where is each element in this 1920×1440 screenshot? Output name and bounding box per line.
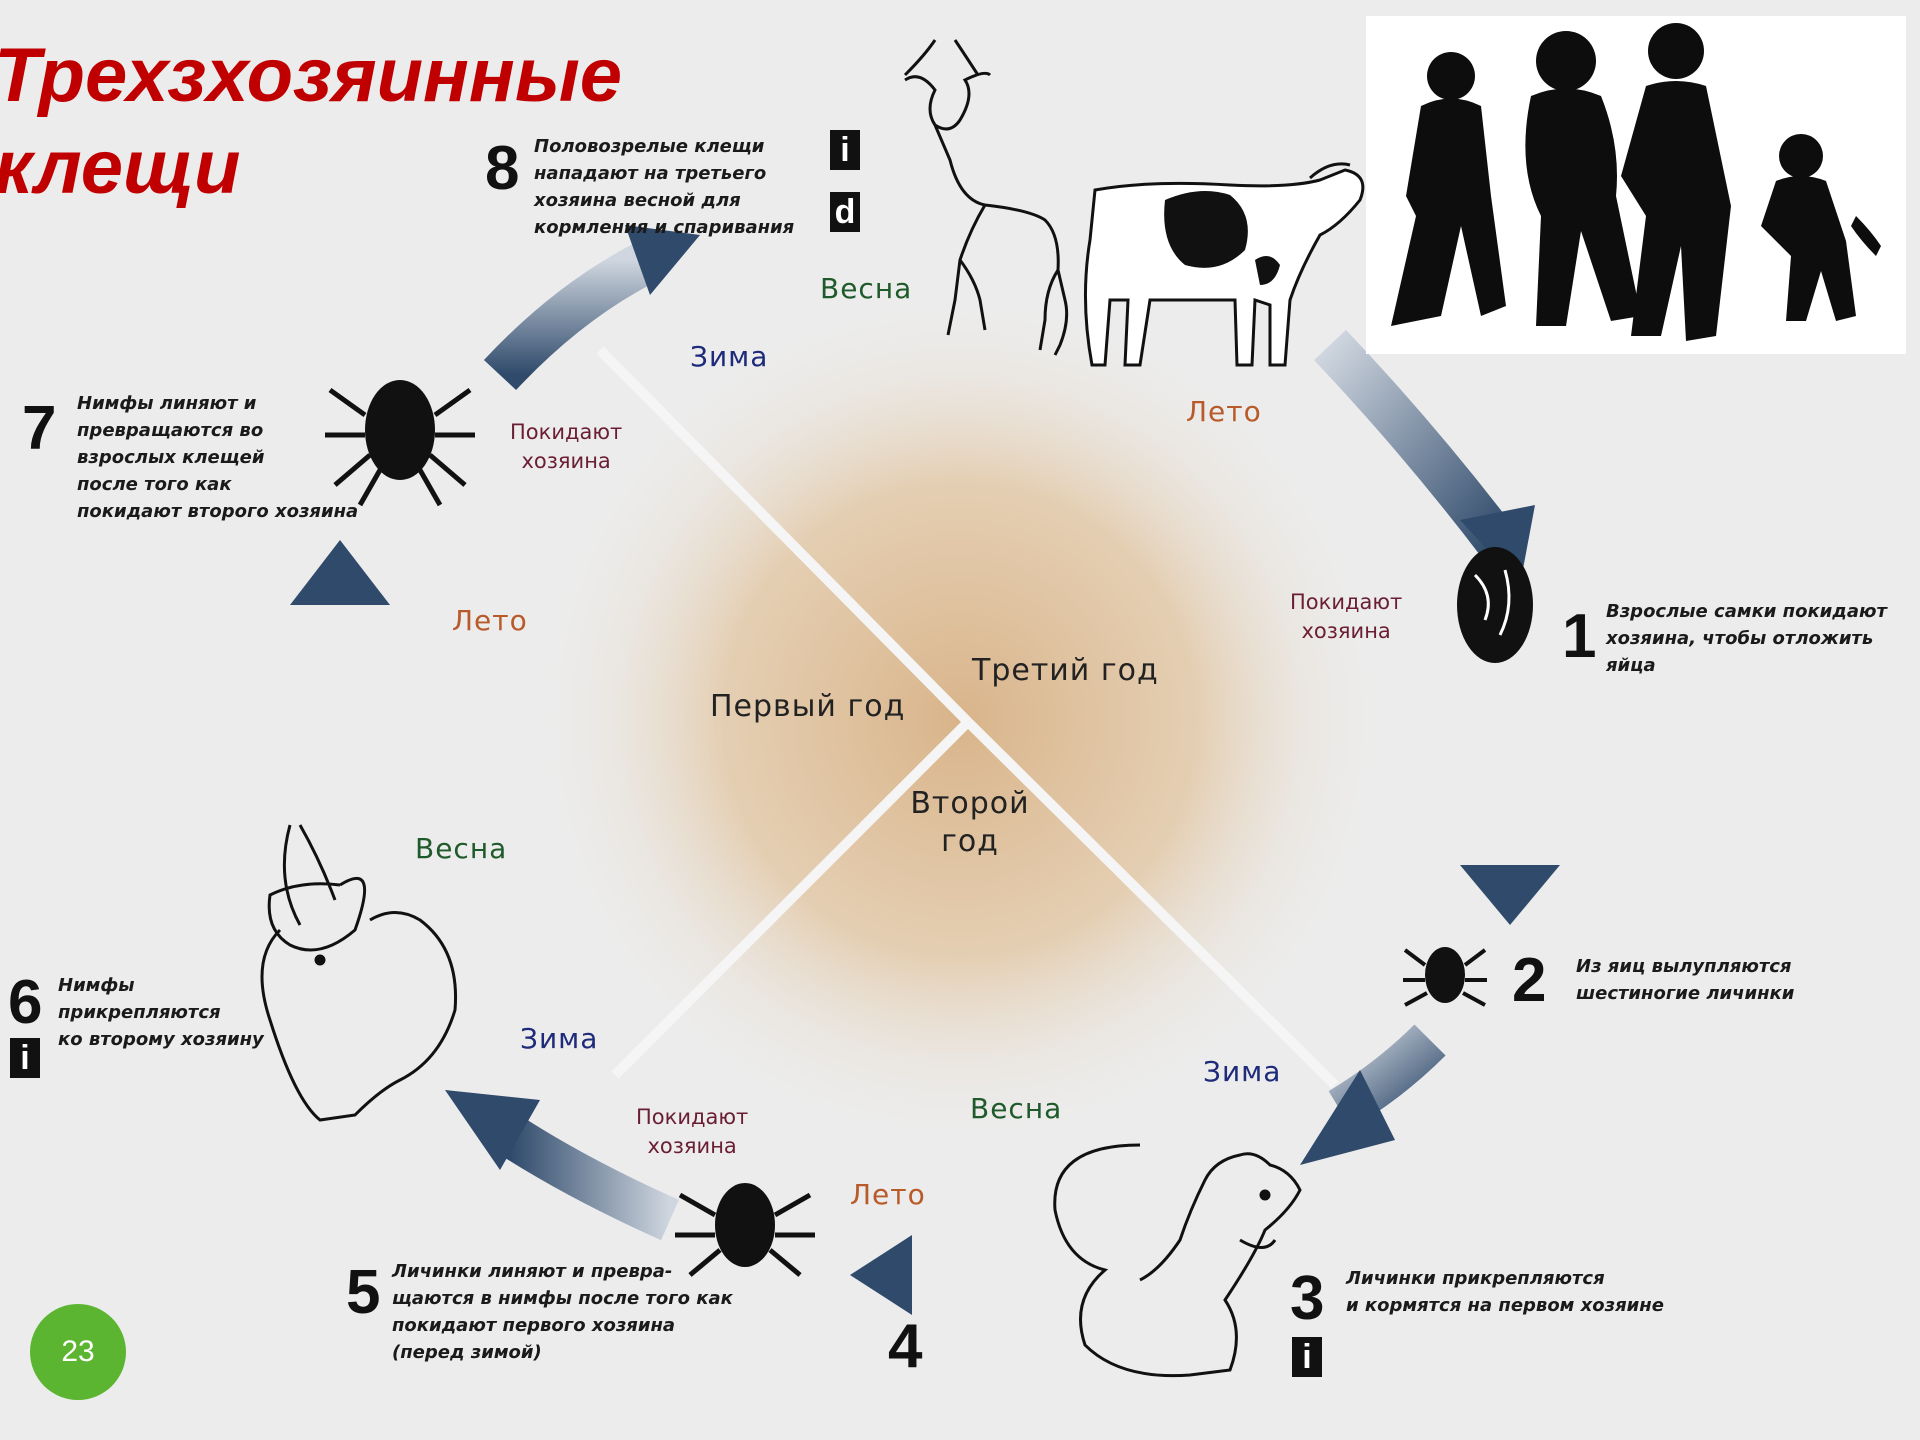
step-5-text: Личинки линяют и превра- щаются в нимфы … — [392, 1258, 733, 1366]
season-spring: Весна — [415, 832, 508, 865]
arrowhead-step5 — [850, 1235, 912, 1315]
rabbit-icon — [260, 824, 458, 1122]
step-number: 7 — [22, 394, 57, 463]
step-text-line: и кормятся на первом хозяине — [1346, 1295, 1664, 1316]
step-text-line: кормления и спаривания — [534, 217, 795, 238]
leave-host-line: хозяина — [1301, 619, 1391, 643]
step-text-line: хозяина, чтобы отложить — [1606, 628, 1874, 649]
divider-first-third — [596, 346, 972, 726]
step-number: 6 — [8, 968, 43, 1037]
step-text-line: ко второму хозяину — [58, 1029, 264, 1050]
tick-icon — [325, 380, 475, 507]
step-text-line: хозяина весной для — [534, 190, 741, 211]
info-badge: i — [10, 1038, 40, 1078]
step-text-line: Личинки прикрепляются — [1346, 1268, 1605, 1289]
season-spring: Весна — [970, 1092, 1063, 1125]
leave-host-line: хозяина — [521, 449, 611, 473]
step-1-text: Взрослые самки покидают хозяина, чтобы о… — [1606, 598, 1887, 679]
step-number: 4 — [888, 1312, 923, 1381]
arrow-to-rabbit — [498, 1116, 679, 1241]
deer-icon — [903, 39, 1069, 356]
arrowhead-squirrel — [1300, 1070, 1395, 1165]
arrowhead-step8 — [625, 225, 700, 295]
step-text-line: яйца — [1606, 655, 1656, 676]
season-summer: Лето — [850, 1178, 926, 1211]
step-8-text: Половозрелые клещи нападают на третьего … — [534, 133, 794, 241]
leave-host-label: Покидают хозяина — [510, 418, 622, 476]
step-text-line: щаются в нимфы после того как — [392, 1288, 733, 1309]
season-spring: Весна — [820, 272, 913, 305]
leave-host-line: Покидают — [1290, 590, 1403, 614]
step-text-line: Из яиц вылупляются — [1576, 956, 1792, 977]
leave-host-label: Покидают хозяина — [636, 1103, 748, 1161]
page-number-badge: 23 — [30, 1304, 126, 1400]
tick-icon — [1457, 547, 1533, 663]
squirrel-icon — [1053, 1143, 1302, 1378]
step-text-line: покидают первого хозяина — [392, 1315, 676, 1336]
step-text-line: Половозрелые клещи — [534, 136, 765, 157]
step-number: 2 — [1512, 946, 1547, 1015]
divider-second-third — [964, 718, 1339, 1089]
step-text-line: Личинки линяют и превра- — [392, 1261, 673, 1282]
leave-host-label: Покидают хозяина — [1290, 588, 1402, 646]
arrowhead-step7 — [290, 540, 390, 605]
step-number: 3 — [1290, 1264, 1325, 1333]
step-text-line: Нимфы линяют и — [77, 393, 257, 414]
step-text-line: взрослых клещей — [77, 447, 265, 468]
year-first: Первый год — [710, 689, 906, 724]
arrowhead-rabbit — [445, 1090, 540, 1170]
arrow-to-step1 — [1314, 329, 1518, 559]
leave-host-line: Покидают — [636, 1105, 749, 1129]
season-winter: Зима — [1203, 1055, 1282, 1088]
tick-icon — [1403, 947, 1487, 1007]
step-text-line: (перед зимой) — [392, 1342, 542, 1363]
step-3-text: Личинки прикрепляются и кормятся на перв… — [1346, 1265, 1664, 1319]
step-text-line: нападают на третьего — [534, 163, 767, 184]
arrow-to-step8 — [483, 240, 660, 391]
leave-host-line: хозяина — [647, 1134, 737, 1158]
step-text-line: превращаются во — [77, 420, 264, 441]
step-text-line: Нимфы — [58, 975, 135, 996]
step-number: 5 — [346, 1258, 381, 1327]
divider-first-second — [611, 718, 972, 1079]
season-summer: Лето — [452, 604, 528, 637]
info-badge: i — [830, 130, 860, 170]
step-text-line: шестиногие личинки — [1576, 983, 1795, 1004]
step-text-line: Взрослые самки покидают — [1606, 601, 1887, 622]
tick-icon — [675, 1183, 815, 1277]
season-winter: Зима — [520, 1022, 599, 1055]
year-second-line: Второй — [910, 786, 1030, 821]
step-text-line: прикрепляются — [58, 1002, 221, 1023]
step-number: 8 — [485, 134, 520, 203]
step-6-text: Нимфы прикрепляются ко второму хозяину — [58, 972, 264, 1053]
year-second: Второй год — [880, 785, 1060, 861]
family-photo — [1366, 16, 1906, 354]
family-silhouette-icon — [1391, 23, 1881, 341]
info-badge: i — [1292, 1337, 1322, 1377]
year-second-line: год — [941, 824, 999, 859]
d-badge: d — [830, 192, 860, 232]
title-line: клещи — [0, 125, 241, 210]
leave-host-line: Покидают — [510, 420, 623, 444]
cow-icon — [1083, 162, 1365, 367]
slide-title: Трехзхозяинные клещи — [0, 30, 622, 214]
season-winter: Зима — [690, 340, 769, 373]
step-2-text: Из яиц вылупляются шестиногие личинки — [1576, 953, 1794, 1007]
arrowhead-step2 — [1460, 865, 1560, 925]
cycle-arrows — [290, 225, 1560, 1315]
title-line: Трехзхозяинные — [0, 33, 623, 118]
year-third: Третий год — [972, 653, 1159, 688]
season-summer: Лето — [1186, 395, 1262, 428]
step-number: 1 — [1562, 602, 1597, 671]
step-text-line: после того как — [77, 474, 232, 495]
step-7-text: Нимфы линяют и превращаются во взрослых … — [77, 390, 358, 525]
step-text-line: покидают второго хозяина — [77, 501, 359, 522]
